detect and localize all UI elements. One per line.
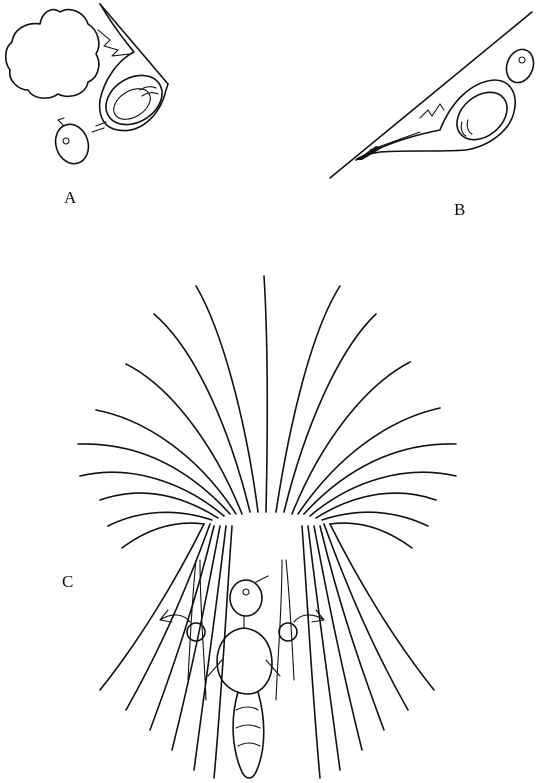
panel-b-base-line	[370, 132, 420, 150]
panel-c-eye	[243, 589, 249, 595]
panel-c-lower-cilia	[100, 524, 434, 778]
panel-b-striation-1	[461, 122, 466, 136]
panel-a-antenna	[58, 118, 64, 126]
panel-c-thorax	[217, 628, 272, 694]
panel-a-substrate-line	[100, 4, 168, 84]
panel-c-head	[230, 580, 262, 616]
panel-c-abdomen	[233, 692, 264, 778]
panel-c-upper-cilia	[78, 276, 456, 548]
panel-a-label: A	[64, 188, 77, 207]
panel-c: C	[62, 276, 456, 778]
panel-b: B	[330, 12, 538, 219]
panel-c-antenna	[256, 576, 268, 582]
panel-b-head	[502, 46, 538, 87]
panel-a-neck	[92, 122, 106, 132]
panel-a-zooid-body	[97, 65, 171, 134]
panel-b-zooid-body	[448, 83, 517, 150]
panel-a-eye	[63, 138, 69, 144]
panel-a: A	[6, 4, 171, 207]
panel-b-stalk	[420, 104, 444, 118]
panel-c-label: C	[62, 572, 73, 591]
panel-a-tube	[100, 4, 168, 131]
panel-b-eye	[519, 57, 525, 63]
panel-b-striation-2	[467, 120, 472, 134]
panel-b-label: B	[454, 200, 465, 219]
panel-a-zooid-inner	[108, 82, 156, 125]
panel-a-food-blob	[6, 10, 99, 98]
panel-c-right-tuft	[279, 610, 324, 641]
panel-c-central-animal	[208, 576, 280, 778]
panel-a-head	[51, 120, 94, 168]
panel-b-substrate-line	[330, 12, 532, 178]
